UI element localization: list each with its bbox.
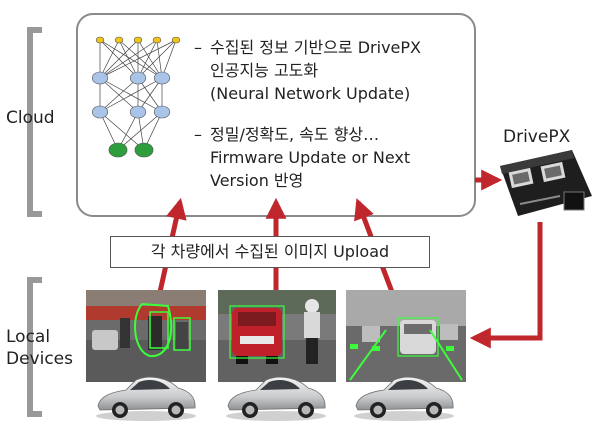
- nn-edge: [156, 39, 163, 79]
- nn-node: [153, 105, 171, 119]
- nn-edge: [137, 39, 158, 79]
- nn-node: [129, 71, 147, 85]
- car-icon: [96, 376, 196, 421]
- nn-edge: [99, 111, 145, 151]
- nn-edge: [118, 39, 163, 79]
- nn-edge: [137, 39, 177, 79]
- neural-network-icon: [99, 39, 177, 151]
- cloud-label: Cloud: [6, 108, 55, 128]
- nn-node: [95, 36, 105, 44]
- car-row: [96, 376, 454, 421]
- nn-edge: [161, 39, 177, 79]
- local-label-line2: Devices: [6, 349, 73, 369]
- nn-node: [171, 36, 181, 44]
- bullet2-line3: Version 반영: [210, 171, 304, 190]
- drivepx-board-icon: [500, 150, 592, 216]
- nn-node: [91, 105, 109, 119]
- nn-edge: [137, 77, 163, 113]
- nn-node: [133, 36, 143, 44]
- bullet2-line1: 정밀/정확도, 속도 향상…: [210, 125, 380, 144]
- nn-node: [152, 36, 162, 44]
- bullet1-line3: (Neural Network Update): [210, 84, 411, 103]
- bullet1-line1: 수집된 정보 기반으로 DrivePX: [210, 38, 422, 57]
- bullet-dash: –: [194, 125, 202, 144]
- nn-node: [153, 71, 171, 85]
- nn-edge: [99, 77, 139, 113]
- nn-edge: [99, 39, 139, 79]
- cloud-bracket: [27, 27, 42, 217]
- bullet-dash: –: [194, 38, 202, 57]
- bullet1-line2: 인공지능 고도화: [210, 61, 319, 80]
- local-bracket: [27, 277, 42, 417]
- upload-caption-box: 각 차량에서 수집된 이미지 Upload: [110, 236, 430, 268]
- nn-edge: [99, 39, 163, 79]
- bullet2-line2: Firmware Update or Next: [210, 148, 411, 167]
- local-devices-label: Local Devices: [6, 326, 73, 370]
- nn-edge: [137, 39, 163, 79]
- cloud-description: – 수집된 정보 기반으로 DrivePX 인공지능 고도화 (Neural N…: [194, 36, 474, 192]
- nn-edge: [99, 39, 120, 79]
- nn-node: [108, 142, 128, 158]
- arrow-drivepx-to-local: [469, 222, 543, 349]
- nn-edge: [99, 39, 177, 79]
- nn-node: [114, 36, 124, 44]
- bullet-firmware: – 정밀/정확도, 속도 향상… Firmware Update or Next…: [194, 123, 474, 192]
- nn-node: [91, 71, 109, 85]
- car-icon: [354, 376, 454, 421]
- photo-road-lanes: [346, 290, 466, 382]
- photo-pedestrians: [86, 290, 206, 382]
- nn-edge: [99, 39, 158, 79]
- bullet-neural-network: – 수집된 정보 기반으로 DrivePX 인공지능 고도화 (Neural N…: [194, 36, 474, 105]
- nn-edge: [117, 111, 163, 151]
- car-icon: [226, 376, 326, 421]
- nn-node: [129, 105, 147, 119]
- neural-network-nodes: [91, 36, 181, 158]
- drivepx-label: DrivePX: [503, 127, 571, 147]
- photo-red-car-motorcycle: [218, 290, 336, 382]
- nn-node: [134, 142, 154, 158]
- local-label-line1: Local: [6, 327, 51, 347]
- nn-edge: [99, 77, 163, 113]
